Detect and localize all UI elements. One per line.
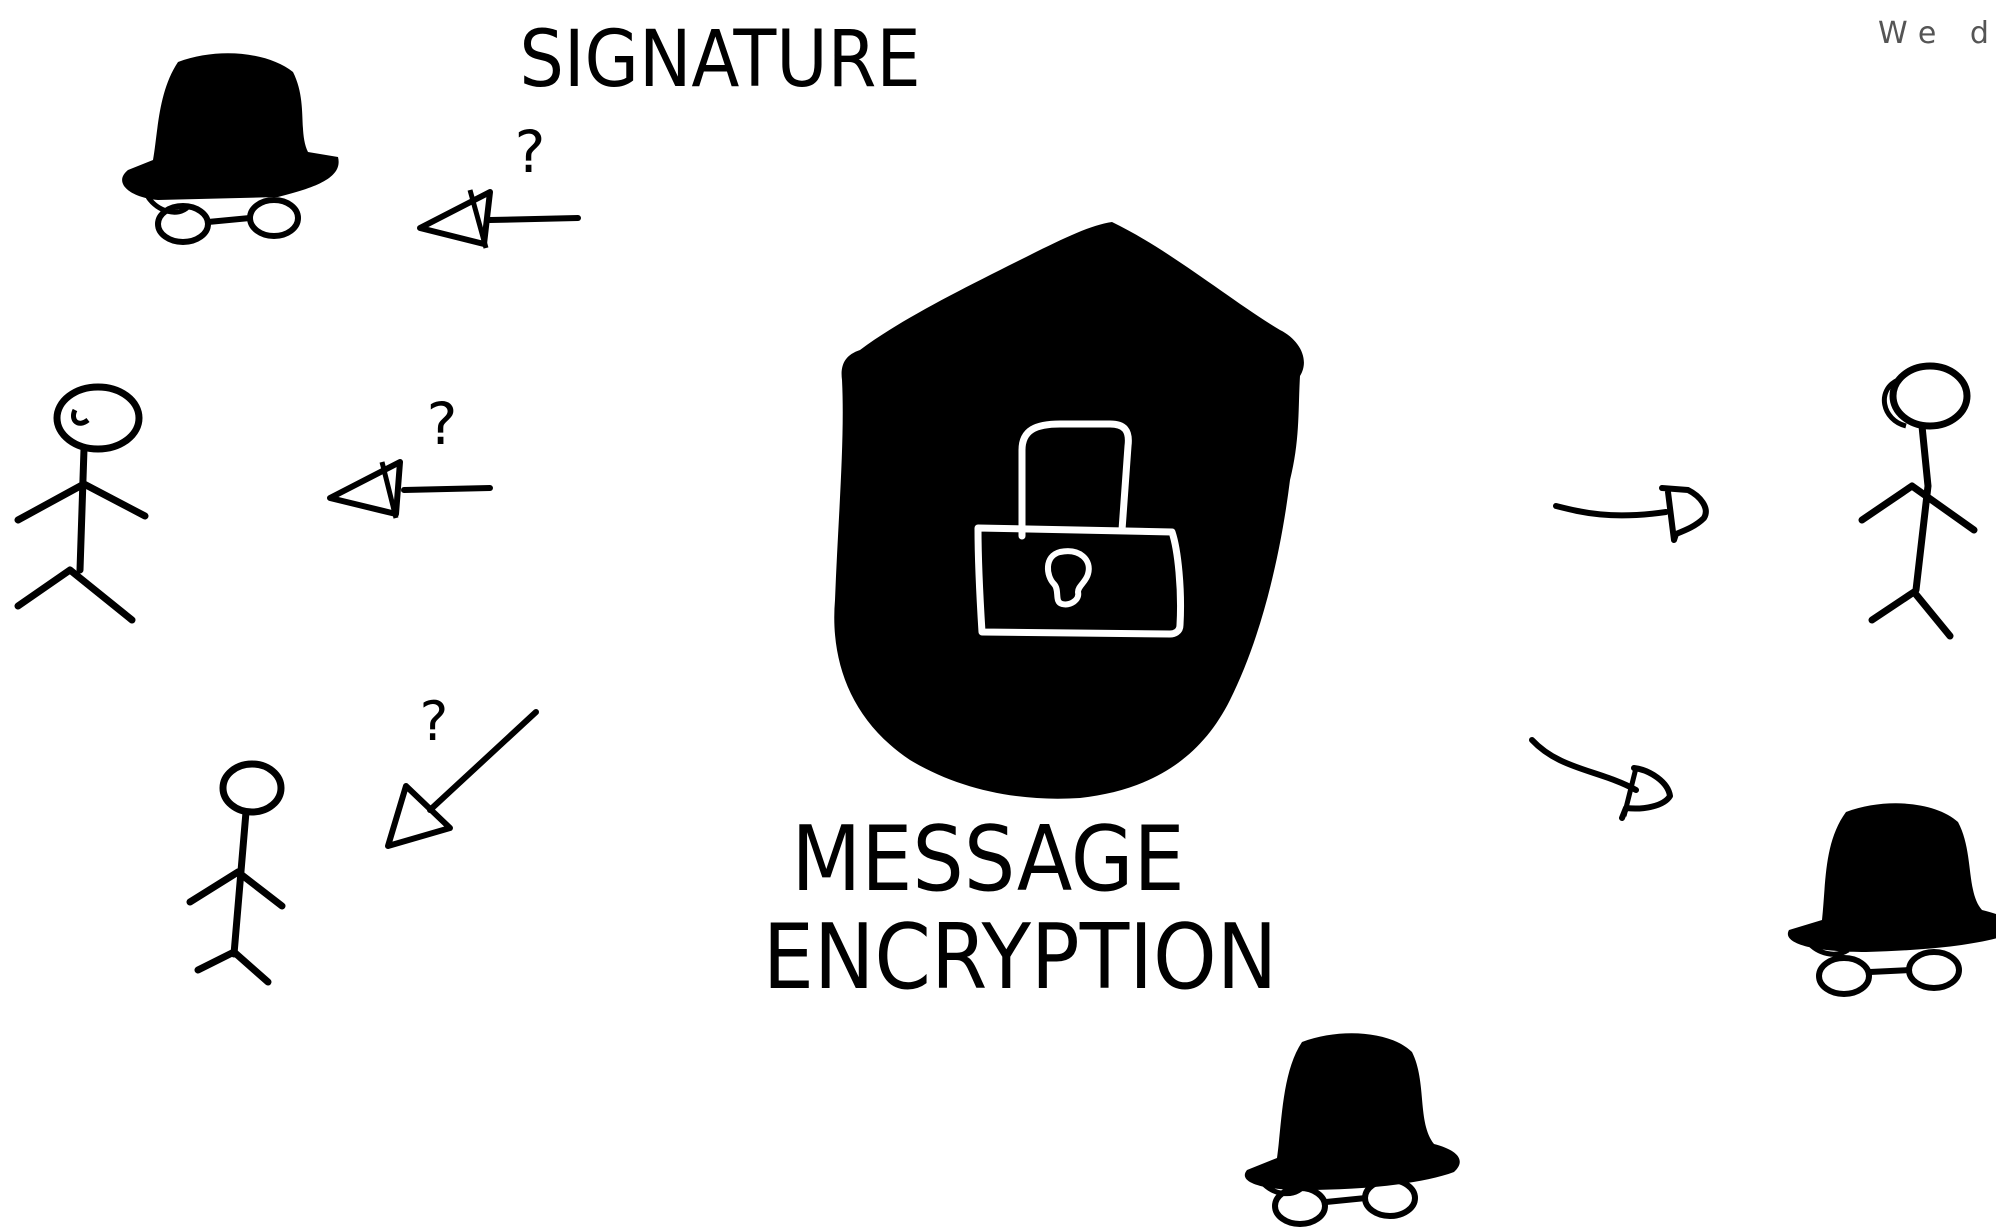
arrow-to-right-figure (1556, 488, 1706, 540)
spy-bottom-center (1245, 1033, 1460, 1224)
message-label: MESSAGE (791, 807, 1184, 912)
stick-figure-icon (18, 387, 145, 620)
shield-icon (834, 222, 1304, 799)
shield (834, 222, 1304, 799)
arrow-icon (388, 712, 536, 846)
arrow-icon (420, 190, 578, 248)
question-mark: ? (515, 118, 546, 186)
arrow-icon (1532, 740, 1670, 818)
stick-figure-right (1862, 366, 1974, 636)
stick-figure-icon (190, 764, 282, 982)
encryption-label: ENCRYPTION (763, 905, 1278, 1010)
arrow-to-left-figure: ? (330, 390, 490, 518)
spy-hat-glasses-icon (122, 53, 339, 242)
spy-bottom-right (1788, 803, 1996, 994)
spy-hat-glasses-icon (1245, 1033, 1460, 1224)
question-mark: ? (427, 390, 458, 458)
arrow-to-spy-top: ? (420, 118, 578, 248)
signature-label: SIGNATURE (519, 15, 920, 105)
stick-figure-bottom-left (190, 764, 282, 982)
arrow-to-bottom-left-figure: ? (388, 690, 536, 846)
spy-top-left (122, 53, 339, 242)
spy-hat-glasses-icon (1788, 803, 1996, 994)
arrow-icon (1556, 488, 1706, 540)
arrow-to-spy-bottom-right (1532, 740, 1670, 818)
arrow-icon (330, 462, 490, 518)
stick-figure-icon (1862, 366, 1974, 636)
question-mark: ? (420, 690, 449, 753)
stick-figure-left (18, 387, 145, 620)
